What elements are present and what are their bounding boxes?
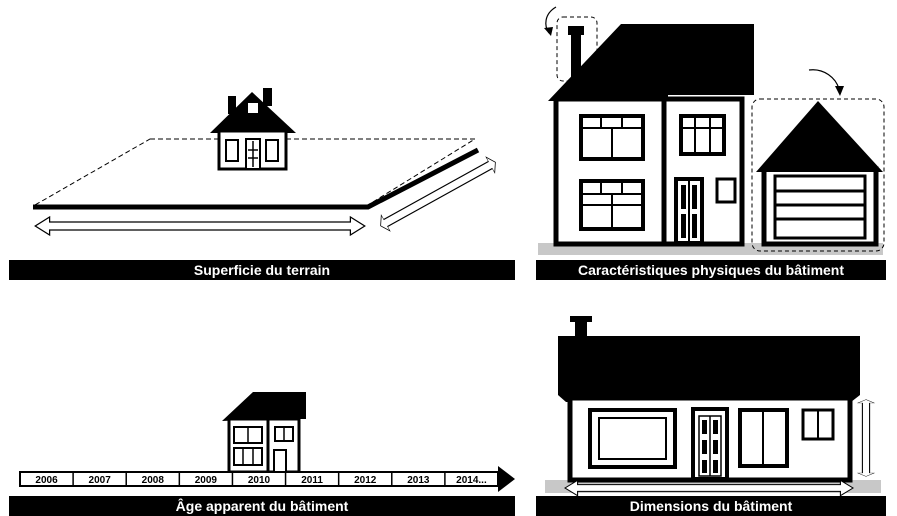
timeline-year: 2007 (89, 475, 112, 486)
physical-characteristics-illustration (538, 7, 884, 255)
timeline-year: 2014... (456, 475, 487, 486)
timeline-year: 2009 (195, 475, 218, 486)
timeline-year: 2008 (142, 475, 165, 486)
timeline-year: 2006 (35, 475, 58, 486)
caption-land-area: Superficie du terrain (9, 260, 515, 280)
house-icon (210, 88, 296, 169)
timeline-year: 2010 (248, 475, 271, 486)
double-arrow-icon (35, 217, 365, 235)
dimensions-illustration (545, 316, 881, 496)
caption-dimensions: Dimensions du bâtiment (536, 496, 886, 516)
curved-arrow-icon (809, 70, 839, 89)
apparent-age-illustration: 2006 2007 2008 2009 2010 2011 2012 2013 2014... (20, 392, 515, 492)
caption-apparent-age: Âge apparent du bâtiment (9, 496, 515, 516)
timeline-year: 2011 (301, 475, 323, 486)
double-arrow-icon (858, 400, 874, 477)
timeline: 2006 2007 2008 2009 2010 2011 2012 2013 2014... (35, 472, 487, 486)
land-area-illustration (33, 88, 500, 235)
caption-physical-characteristics: Caractéristiques physiques du bâtiment (536, 260, 886, 280)
timeline-year: 2012 (354, 475, 377, 486)
timeline-year: 2013 (407, 475, 430, 486)
